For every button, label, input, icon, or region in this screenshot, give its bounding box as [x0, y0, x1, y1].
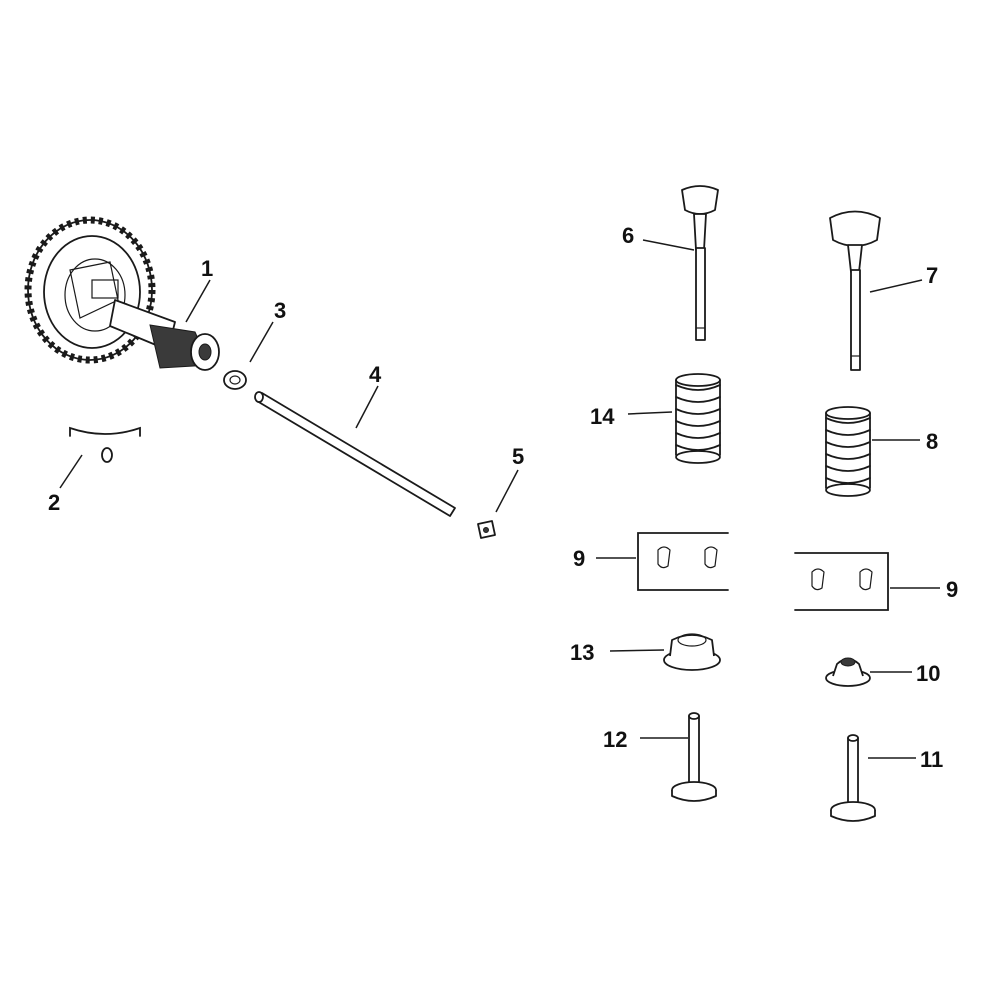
keeper-card-left [637, 532, 729, 591]
callout-8: 8 [926, 429, 938, 454]
valve-spring-8 [825, 406, 871, 497]
small-block [477, 520, 496, 539]
keeper-card-right [794, 552, 889, 611]
leader-line-3 [249, 321, 274, 363]
callout-9a: 9 [573, 546, 585, 571]
callout-2: 2 [48, 490, 60, 515]
retainer-cap-13 [663, 633, 721, 671]
callout-10: 10 [916, 661, 940, 686]
camshaft-gear-assembly [24, 216, 220, 371]
washer [223, 370, 247, 390]
callout-12: 12 [603, 727, 627, 752]
callout-3: 3 [274, 298, 286, 323]
valve-spring-14 [675, 373, 721, 464]
leader-line-2 [59, 454, 83, 489]
valve-7 [829, 210, 881, 371]
callout-13: 13 [570, 640, 594, 665]
callout-14: 14 [590, 404, 615, 429]
callout-4: 4 [369, 362, 382, 387]
leader-line-1 [185, 279, 211, 323]
callout-11: 11 [920, 747, 943, 772]
spring-clip [69, 426, 141, 463]
leader-line-6 [642, 239, 695, 251]
tappet-11 [830, 734, 876, 822]
leader-line-13 [609, 649, 665, 652]
callout-9b: 9 [946, 577, 958, 602]
leader-line-5 [495, 469, 519, 513]
leader-line-7 [869, 279, 923, 293]
shaft-rod [254, 391, 456, 517]
leader-line-4 [355, 385, 379, 429]
tappet-12 [671, 712, 717, 802]
callout-6: 6 [622, 223, 634, 248]
callout-5: 5 [512, 444, 524, 469]
valve-6 [681, 185, 719, 341]
retainer-10 [825, 657, 871, 687]
leader-line-14 [627, 411, 673, 415]
callout-1: 1 [201, 256, 213, 281]
callout-7: 7 [926, 263, 938, 288]
